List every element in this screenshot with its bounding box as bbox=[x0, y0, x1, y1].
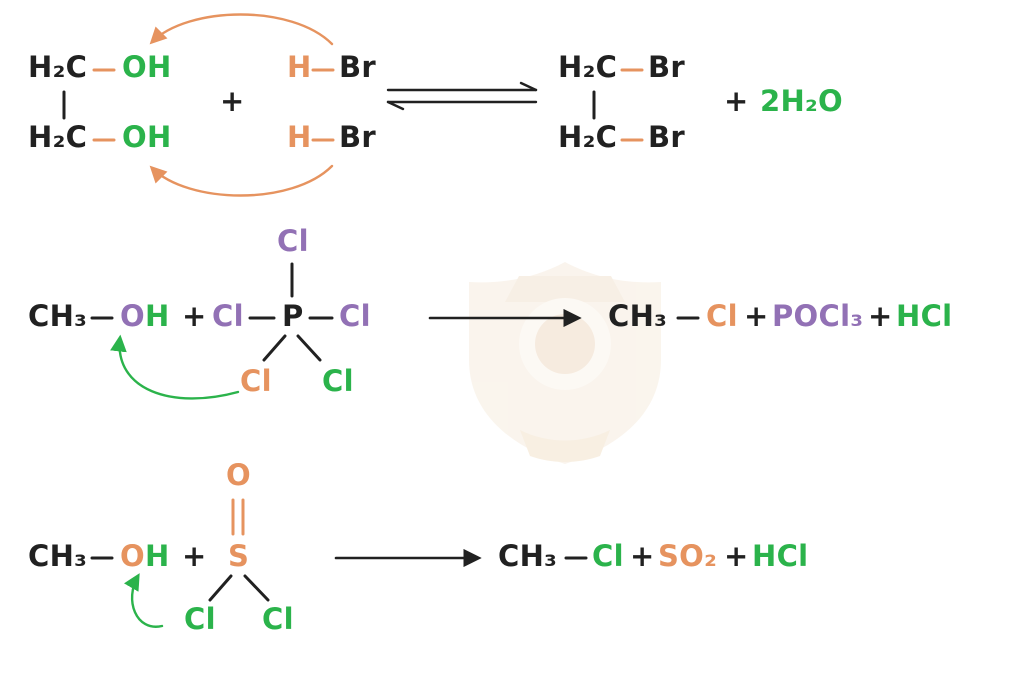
r1-product-br-top: Br bbox=[648, 50, 686, 84]
r3-plus-2: + bbox=[630, 539, 655, 573]
r3-methanol-o: O bbox=[120, 539, 145, 573]
watermark-logo bbox=[469, 262, 661, 464]
r3-socl2-o: O bbox=[226, 458, 251, 492]
r1-hbr-br-top: Br bbox=[339, 50, 377, 84]
r3-socl2-cl-left: Cl bbox=[184, 602, 216, 636]
r3-bond-s-clright bbox=[243, 574, 270, 602]
r3-product-ch3: CH₃ bbox=[498, 539, 558, 573]
r1-water: 2H₂O bbox=[760, 84, 844, 118]
r2-product-ch3: CH₃ bbox=[608, 299, 668, 333]
r3-socl2-s: S bbox=[228, 539, 250, 573]
r1-plus-left: + bbox=[220, 84, 245, 118]
r3-plus-3: + bbox=[724, 539, 749, 573]
r1-equilibrium-arrow bbox=[386, 81, 538, 111]
r2-product-pocl3: POCl₃ bbox=[772, 299, 864, 333]
r2-curved-arrow bbox=[110, 334, 240, 400]
r1-plus-right: + bbox=[724, 84, 749, 118]
r3-socl2-cl-right: Cl bbox=[262, 602, 294, 636]
r2-pcl5-cl-bottom-right: Cl bbox=[322, 364, 354, 398]
r2-bond-p-clbl bbox=[262, 334, 287, 362]
r1-curved-arrow-bottom bbox=[149, 164, 334, 197]
r2-methanol-oh: OH bbox=[120, 299, 170, 333]
r3-methanol-oh: OH bbox=[120, 539, 170, 573]
r3-curved-arrow bbox=[123, 573, 164, 628]
r2-methanol-h: H bbox=[144, 299, 170, 333]
r2-methanol-o: O bbox=[120, 299, 145, 333]
r3-methanol-ch3: CH₃ bbox=[28, 539, 88, 573]
r3-plus-1: + bbox=[182, 539, 207, 573]
r2-plus-3: + bbox=[868, 299, 893, 333]
r2-pcl5-cl-left: Cl bbox=[212, 299, 244, 333]
r3-product-hcl: HCl bbox=[752, 539, 809, 573]
r2-product-cl: Cl bbox=[706, 299, 738, 333]
r2-pcl5-cl-right: Cl bbox=[339, 299, 371, 333]
r1-hbr-h-top: H bbox=[287, 50, 312, 84]
r3-product-cl: Cl bbox=[592, 539, 624, 573]
r1-product-ch2-bottom: H₂C bbox=[558, 120, 618, 154]
r2-methanol-ch3: CH₃ bbox=[28, 299, 88, 333]
r3-methanol-h: H bbox=[144, 539, 170, 573]
r1-hbr-br-bottom: Br bbox=[339, 120, 377, 154]
r2-pcl5-p: P bbox=[282, 299, 304, 333]
r1-glycol-oh-top: OH bbox=[122, 50, 172, 84]
r1-glycol-ch2-top: H₂C bbox=[28, 50, 88, 84]
r2-product-hcl: HCl bbox=[896, 299, 953, 333]
r1-glycol-oh-bottom: OH bbox=[122, 120, 172, 154]
r1-curved-arrow-top bbox=[149, 13, 334, 46]
r1-glycol-ch2-bottom: H₂C bbox=[28, 120, 88, 154]
r2-plus-1: + bbox=[182, 299, 207, 333]
r3-product-so2: SO₂ bbox=[658, 539, 718, 573]
r3-bond-s-clleft bbox=[208, 574, 233, 602]
r2-bond-p-clbr bbox=[296, 334, 322, 362]
r2-pcl5-cl-top: Cl bbox=[277, 224, 309, 258]
r1-product-br-bottom: Br bbox=[648, 120, 686, 154]
r2-pcl5-cl-bottom-left: Cl bbox=[240, 364, 272, 398]
r2-plus-2: + bbox=[744, 299, 769, 333]
r1-hbr-h-bottom: H bbox=[287, 120, 312, 154]
r1-product-ch2-top: H₂C bbox=[558, 50, 618, 84]
